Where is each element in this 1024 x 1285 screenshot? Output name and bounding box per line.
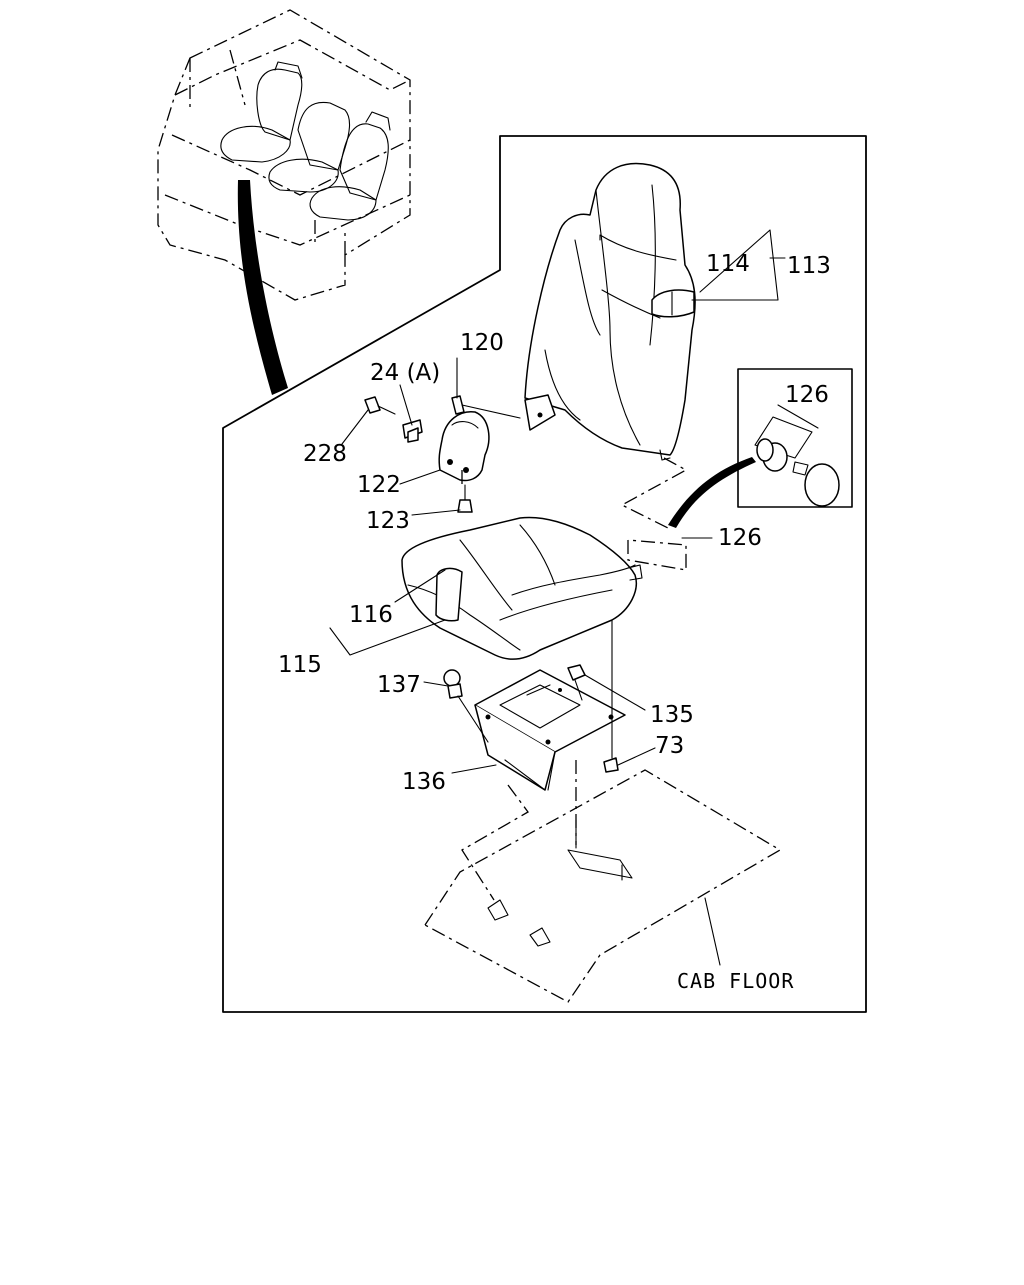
label-73: 73 (655, 733, 684, 759)
construction-lines (461, 457, 688, 571)
label-115: 115 (278, 652, 322, 678)
detail-frame (222, 135, 867, 1013)
part-labels: 114 113 120 24 (A) 228 126 122 123 126 1… (278, 251, 831, 993)
label-cab-floor: CAB FLOOR (677, 969, 794, 993)
label-126-inset: 126 (785, 382, 829, 408)
label-24a: 24 (A) (370, 360, 440, 386)
label-228: 228 (303, 441, 347, 467)
leader-lines (329, 229, 819, 966)
label-137: 137 (377, 672, 421, 698)
inset-detail-126 (668, 368, 853, 528)
label-113: 113 (787, 253, 831, 279)
label-122: 122 (357, 472, 401, 498)
seat-cushion (401, 516, 643, 660)
label-120: 120 (460, 330, 504, 356)
cab-floor-plate (424, 760, 782, 1003)
seat-base-136 (443, 619, 626, 791)
cab-overview-illustration (157, 9, 411, 395)
label-116: 116 (349, 602, 393, 628)
seat-back (524, 162, 696, 461)
label-126: 126 (718, 525, 762, 551)
label-114: 114 (706, 251, 750, 277)
label-136: 136 (402, 769, 446, 795)
label-123: 123 (366, 508, 410, 534)
pointer-arrow (237, 180, 288, 395)
label-135: 135 (650, 702, 694, 728)
